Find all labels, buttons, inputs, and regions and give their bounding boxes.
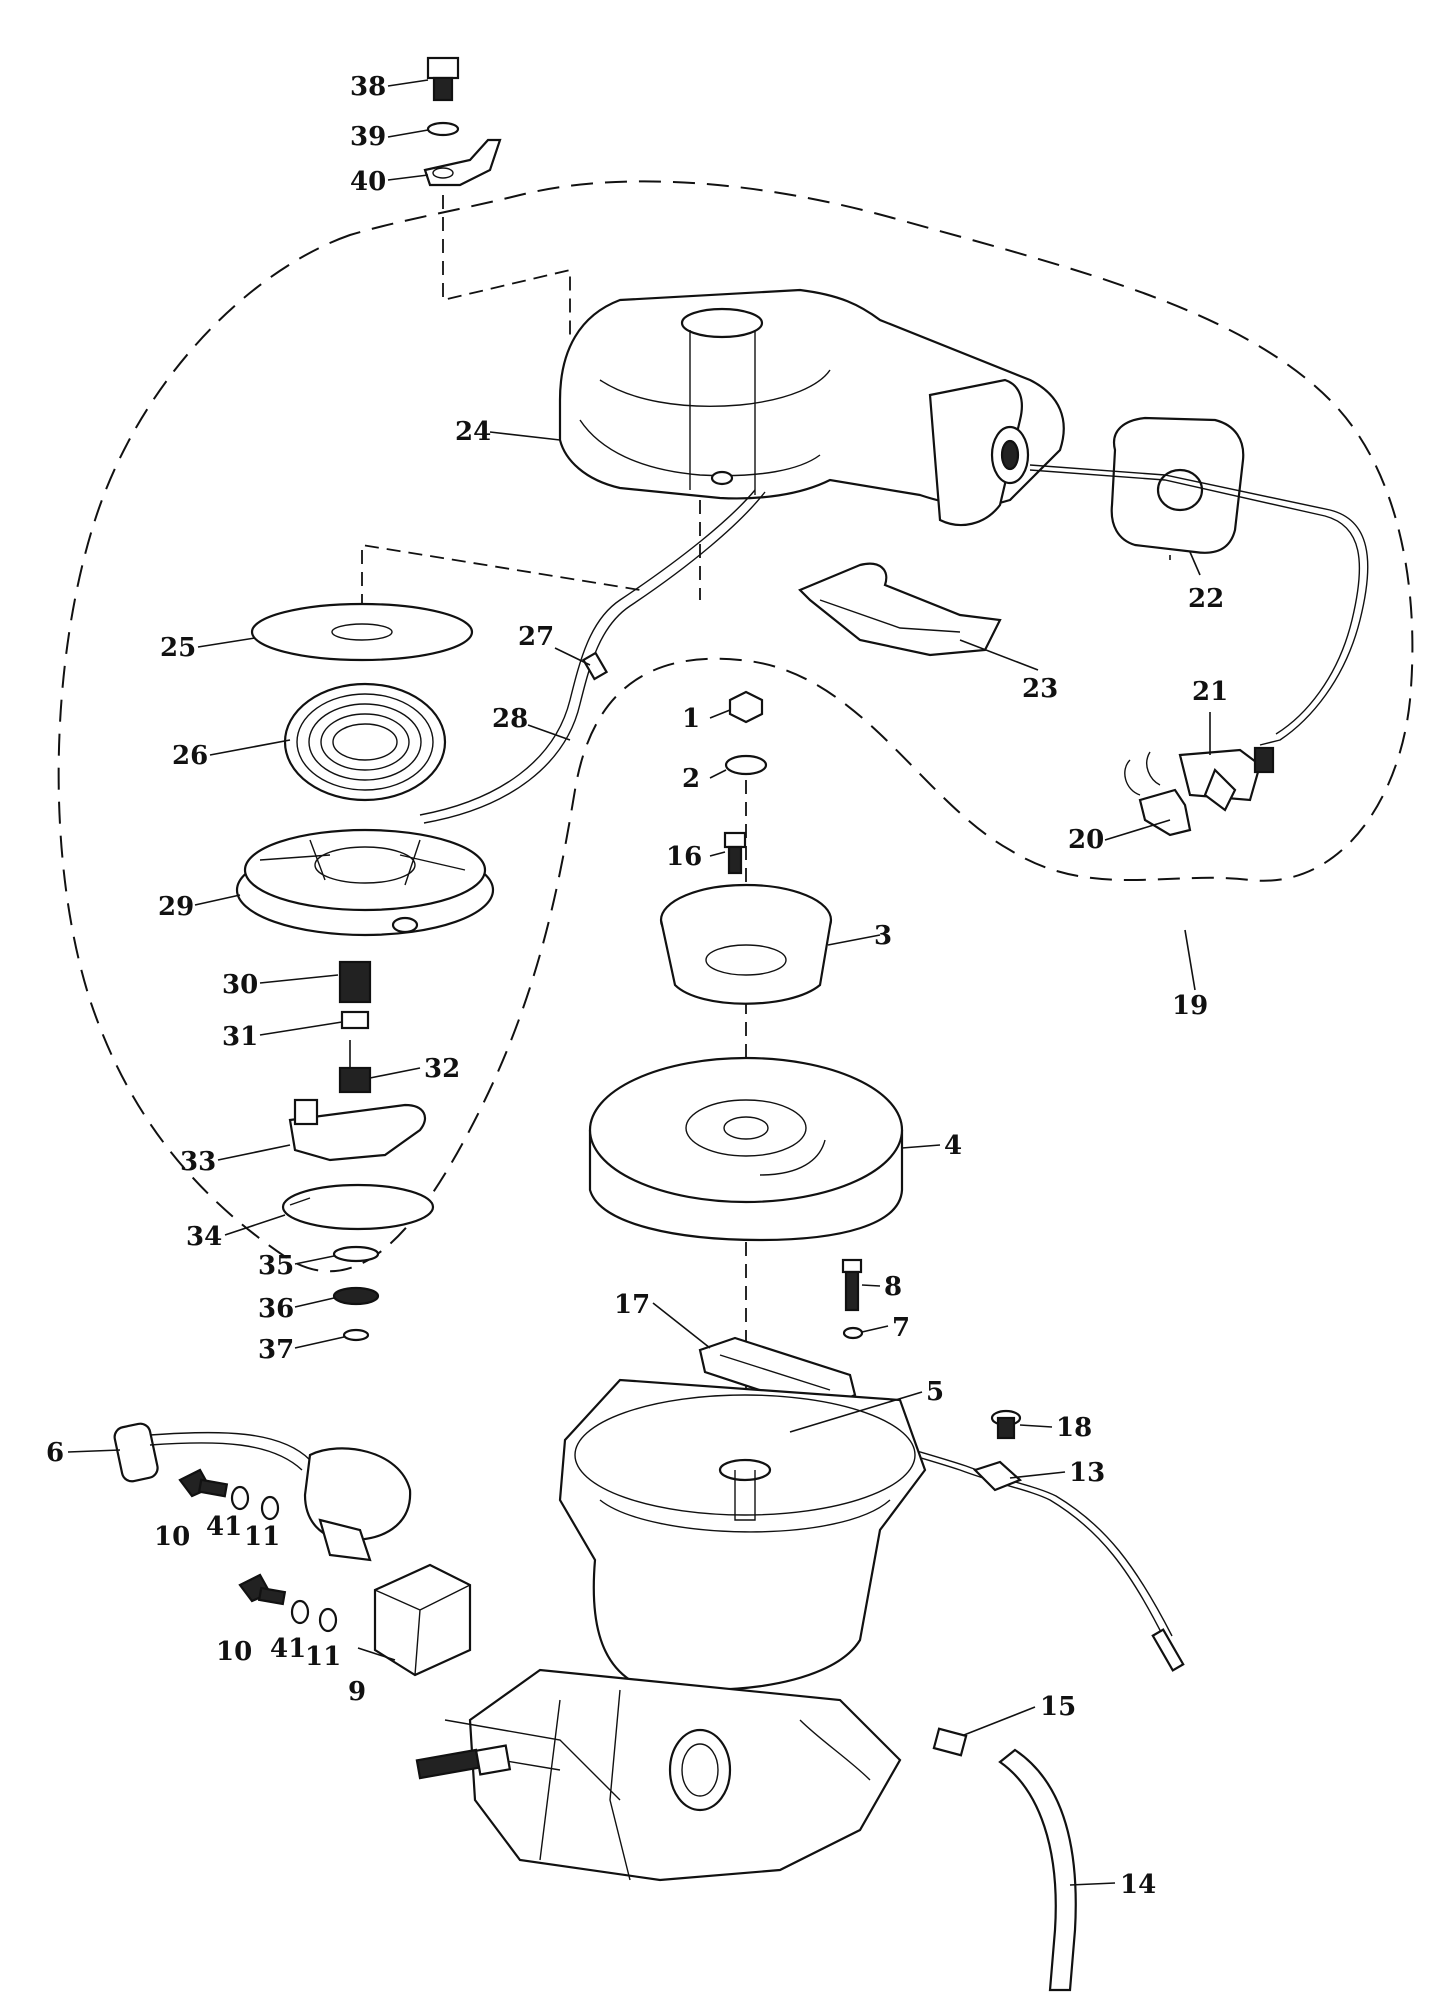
label-5: 5 [926, 1377, 944, 1407]
label-6: 6 [46, 1438, 64, 1468]
washer-39 [426, 121, 460, 137]
ignition-coil-6 [113, 1422, 412, 1562]
label-17: 17 [614, 1290, 650, 1320]
washer-11-lower [318, 1607, 338, 1633]
label-19: 19 [1172, 991, 1208, 1021]
washer-11-upper [260, 1495, 280, 1521]
part-labels: 38 39 40 24 22 23 21 20 19 25 26 27 28 1… [46, 72, 1228, 1900]
label-13: 13 [1069, 1458, 1105, 1488]
label-20: 20 [1068, 825, 1104, 855]
spark-plug [415, 1744, 512, 1780]
rope-pulley-29 [235, 828, 495, 937]
label-8: 8 [884, 1272, 902, 1302]
washer-41-lower [290, 1599, 310, 1625]
module-9 [373, 1563, 472, 1677]
label-22: 22 [1188, 584, 1224, 614]
label-40: 40 [350, 167, 386, 197]
label-3: 3 [874, 921, 892, 951]
recoil-housing-24 [558, 288, 1065, 527]
label-33: 33 [180, 1147, 216, 1177]
screw-8 [841, 1258, 863, 1312]
label-35: 35 [258, 1251, 294, 1281]
label-10-lower: 10 [216, 1637, 252, 1667]
label-10-upper: 10 [154, 1522, 190, 1552]
label-25: 25 [160, 633, 196, 663]
friction-plate-34 [281, 1183, 435, 1231]
label-18: 18 [1056, 1413, 1092, 1443]
bolt-10-upper [178, 1468, 229, 1498]
label-32: 32 [424, 1054, 460, 1084]
label-28: 28 [492, 704, 528, 734]
bolt-38 [426, 56, 460, 102]
cable-clip-20 [1124, 751, 1192, 837]
label-11-lower: 11 [305, 1642, 341, 1672]
washer-2 [724, 754, 768, 776]
fitting-15 [932, 1727, 968, 1757]
label-30: 30 [222, 970, 258, 1000]
label-14: 14 [1120, 1870, 1156, 1900]
label-26: 26 [172, 741, 208, 771]
label-38: 38 [350, 72, 386, 102]
washer-41-upper [230, 1485, 250, 1511]
bracket-40 [423, 138, 502, 187]
ratchet-33 [288, 1098, 427, 1162]
label-41-lower: 41 [270, 1634, 306, 1664]
cover-plate-23 [798, 562, 1002, 657]
label-2: 2 [682, 764, 700, 794]
grommet-22 [1110, 416, 1245, 554]
bolt-16 [723, 831, 747, 875]
pawl-spring-32 [338, 1040, 372, 1094]
spring-washer-36 [332, 1286, 380, 1306]
label-16: 16 [666, 842, 702, 872]
bolt-10-lower [238, 1573, 287, 1606]
label-27: 27 [518, 622, 554, 652]
label-9: 9 [348, 1677, 366, 1707]
rope-handle-27 [581, 651, 609, 681]
crankcase [444, 1378, 927, 1882]
label-41-upper: 41 [206, 1512, 242, 1542]
washer-35 [332, 1245, 380, 1263]
label-11-upper: 11 [244, 1522, 280, 1552]
disc-25 [250, 602, 474, 662]
label-4: 4 [944, 1131, 962, 1161]
label-29: 29 [158, 892, 194, 922]
connector-13 [972, 1460, 1185, 1672]
label-36: 36 [258, 1294, 294, 1324]
nut-1 [728, 690, 764, 724]
throttle-lever-21 [1178, 746, 1275, 812]
label-31: 31 [222, 1022, 258, 1052]
label-23: 23 [1022, 674, 1058, 704]
leader-lines [67, 79, 1211, 1886]
flywheel-4 [588, 1056, 904, 1242]
label-39: 39 [350, 122, 386, 152]
label-24: 24 [455, 417, 491, 447]
starter-cup-3 [659, 883, 833, 1005]
label-1: 1 [682, 704, 700, 734]
label-21: 21 [1192, 677, 1228, 707]
fuel-hose-14 [998, 1748, 1077, 1992]
label-15: 15 [1040, 1692, 1076, 1722]
ignition-module-17 [698, 1336, 857, 1412]
screw-18 [990, 1409, 1022, 1440]
clip-37 [342, 1328, 370, 1342]
recoil-spring-26 [283, 682, 447, 802]
label-34: 34 [186, 1222, 222, 1252]
bushing-31 [340, 1010, 370, 1030]
spring-30 [338, 960, 372, 1004]
washer-7 [842, 1326, 864, 1340]
label-7: 7 [892, 1313, 910, 1343]
label-37: 37 [258, 1335, 294, 1365]
starter-assembly-boundary [57, 180, 1414, 1273]
